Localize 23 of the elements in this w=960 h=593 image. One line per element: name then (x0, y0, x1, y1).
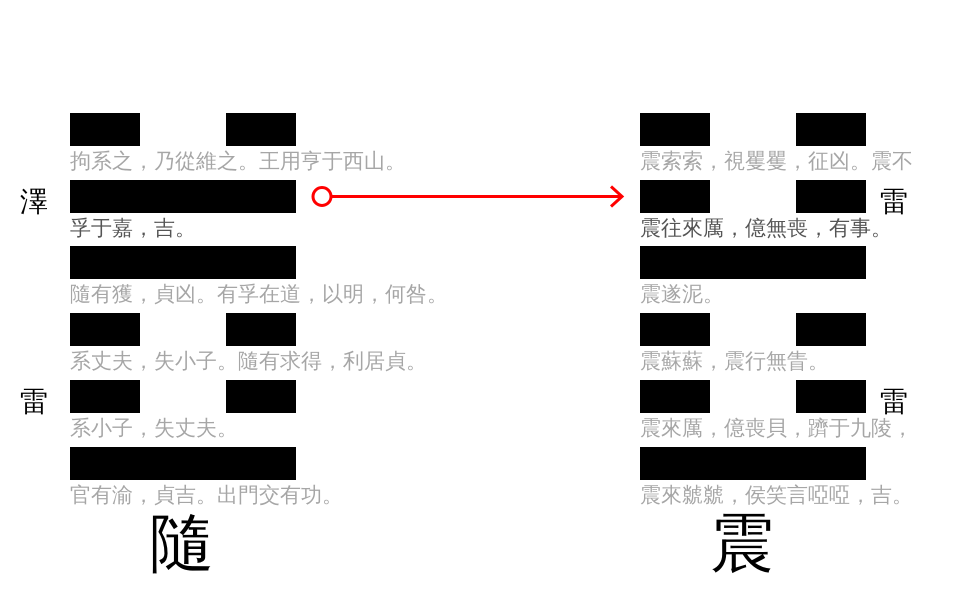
arrow (312, 185, 624, 208)
line-text: 震來虩虩，侯笑言啞啞，吉。 (640, 482, 913, 508)
line-text: 震蘇蘇，震行無眚。 (640, 348, 830, 374)
hexagram-name: 震 (710, 509, 774, 579)
line-text: 震來厲，億喪貝，躋于九陵， (640, 415, 913, 441)
line-text: 震索索，視矍矍，征凶。震不 (640, 148, 913, 174)
line-text: 震遂泥。 (640, 281, 725, 307)
hexagram-line (70, 180, 296, 241)
hexagram-line (640, 313, 866, 374)
line-text: 系小子，失丈夫。 (70, 415, 239, 441)
line-text: 震往來厲，億無喪，有事。 (640, 215, 892, 241)
trigram-label: 雷 (20, 386, 48, 418)
line-text: 隨有獲，貞凶。有孚在道，以明，何咎。 (70, 281, 448, 307)
trigram-label: 澤 (20, 186, 48, 218)
line-text: 拘系之，乃從維之。王用亨于西山。 (70, 148, 406, 174)
line-text: 孚于嘉，吉。 (70, 215, 197, 241)
hexagram-line (70, 380, 296, 441)
line-text: 官有渝，貞吉。出門交有功。 (70, 482, 343, 508)
trigram-label: 雷 (880, 186, 908, 218)
trigram-label: 雷 (880, 386, 908, 418)
hexagram-line (640, 113, 913, 174)
hexagram-name: 隨 (150, 509, 214, 579)
line-text: 系丈夫，失小子。隨有求得，利居貞。 (70, 348, 427, 374)
